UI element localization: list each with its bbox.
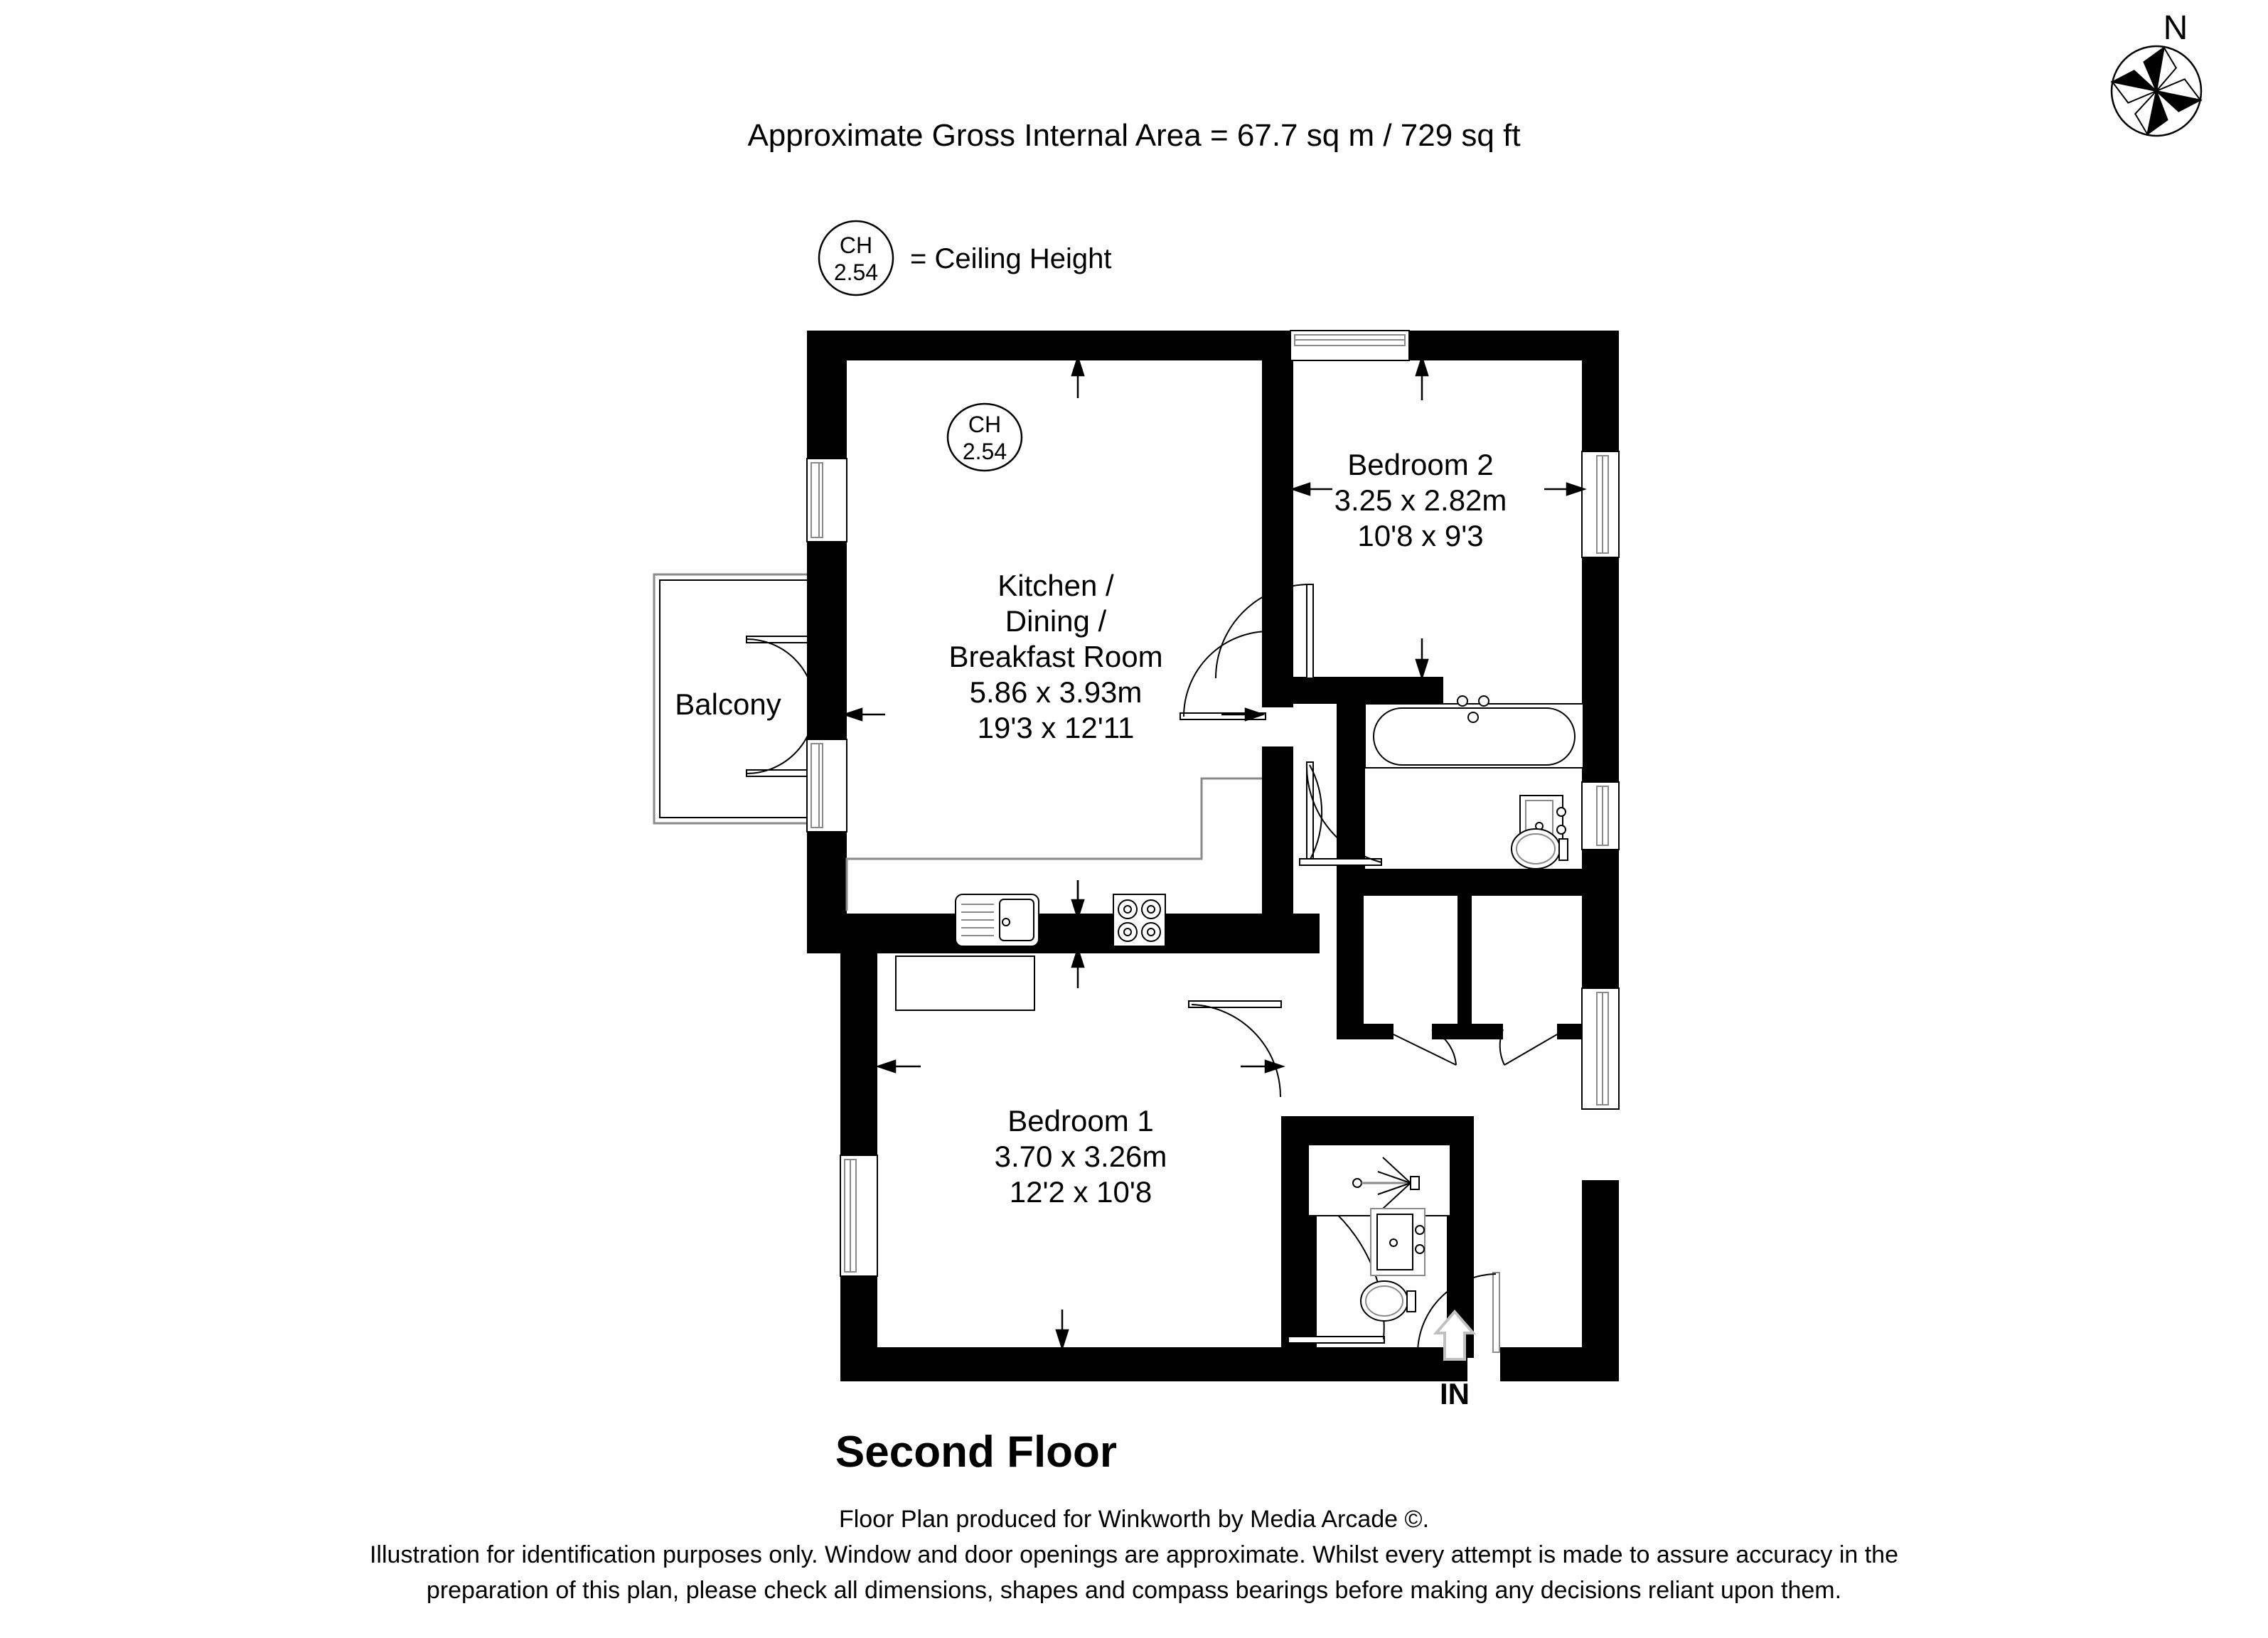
kitchen-ch-value: 2.54	[963, 439, 1007, 464]
balcony-label: Balcony	[675, 687, 781, 721]
bedroom1-dim-imperial: 12'2 x 10'8	[1010, 1175, 1152, 1209]
room-label-bedroom1: Bedroom 1 3.70 x 3.26m 12'2 x 10'8	[995, 1104, 1167, 1209]
hall-cupboard-unit	[895, 956, 1035, 1011]
entrance-in-label: IN	[1440, 1377, 1470, 1410]
kitchen-name-line-3: Breakfast Room	[948, 640, 1162, 673]
windows	[806, 330, 1620, 1277]
kitchen-ceiling-height-tag: CH 2.54	[946, 402, 1023, 472]
kitchen-dim-imperial: 19'3 x 12'11	[978, 711, 1135, 744]
arrow-bedroom1-right	[1241, 1059, 1285, 1074]
door-bedroom2	[1215, 584, 1314, 679]
bedroom2-dim-imperial: 10'8 x 9'3	[1357, 519, 1483, 552]
footer-line-3: preparation of this plan, please check a…	[427, 1577, 1841, 1604]
kitchen-hob-icon	[1113, 894, 1166, 947]
door-bathroom	[1299, 761, 1382, 866]
door-entrance	[1417, 1272, 1500, 1353]
bathroom-toilet-icon	[1511, 828, 1568, 869]
compass-rose: N	[2110, 9, 2203, 137]
dimension-arrows	[842, 354, 1587, 1351]
legend-ch-circle	[818, 220, 894, 296]
door-bedroom1	[1188, 1000, 1282, 1098]
shower-tray-icon	[1307, 1144, 1451, 1216]
shower-room-fixtures	[1307, 1144, 1451, 1322]
kitchen-dim-metric: 5.86 x 3.93m	[970, 675, 1143, 709]
bathtub-icon	[1364, 695, 1584, 769]
window-showerroom-right	[1581, 987, 1620, 1110]
entrance-in-arrow-icon	[1433, 1309, 1477, 1361]
arrow-bedroom2-right	[1544, 482, 1587, 496]
room-label-bedroom2: Bedroom 2 3.25 x 2.82m 10'8 x 9'3	[1334, 448, 1507, 552]
gross-internal-area-text: Approximate Gross Internal Area = 67.7 s…	[747, 118, 1520, 153]
bedroom2-dim-metric: 3.25 x 2.82m	[1334, 483, 1507, 517]
ceiling-height-legend: CH 2.54 = Ceiling Height	[818, 220, 1112, 296]
arrow-bedroom1-left	[875, 1059, 921, 1074]
room-label-kitchen: Kitchen / Dining / Breakfast Room 5.86 x…	[948, 569, 1162, 744]
door-kitchen	[1180, 631, 1270, 720]
compass-north-label: N	[2163, 9, 2188, 47]
window-bedroom2-right	[1581, 451, 1620, 558]
shower-room-toilet-icon	[1360, 1280, 1416, 1322]
balcony-structure	[653, 573, 824, 825]
floor-title: Second Floor	[835, 1428, 1117, 1477]
bathroom-fixtures	[1364, 695, 1584, 869]
arrow-kitchen-top	[1071, 354, 1085, 398]
bedroom2-name: Bedroom 2	[1347, 448, 1493, 481]
footer-disclaimer: Floor Plan produced for Winkworth by Med…	[370, 1506, 1898, 1604]
compass-star	[2110, 46, 2203, 136]
kitchen-sink-icon	[955, 894, 1039, 947]
legend-ch-description: = Ceiling Height	[910, 243, 1112, 274]
shower-room-basin-icon	[1370, 1208, 1425, 1276]
door-cupboard-right	[1499, 1029, 1558, 1066]
kitchen-name-line-1: Kitchen /	[997, 569, 1114, 602]
footer-line-2: Illustration for identification purposes…	[370, 1541, 1898, 1568]
arrow-bedroom2-top	[1415, 354, 1429, 400]
arrow-bedroom2-bottom	[1415, 638, 1429, 681]
bedroom1-name: Bedroom 1	[1007, 1104, 1153, 1138]
kitchen-fixtures	[845, 777, 1262, 1011]
floor-plan-drawing: Balcony	[653, 330, 1620, 1410]
window-kitchen-left-upper	[806, 458, 847, 542]
footer-line-1: Floor Plan produced for Winkworth by Med…	[839, 1506, 1429, 1533]
door-cupboard-left	[1393, 1029, 1457, 1066]
arrow-hall-cupboard-lower	[1071, 946, 1085, 988]
room-labels: Kitchen / Dining / Breakfast Room 5.86 x…	[948, 448, 1507, 1209]
bedroom1-dim-metric: 3.70 x 3.26m	[995, 1140, 1167, 1173]
window-kitchen-left-lower	[806, 739, 847, 833]
arrow-kitchen-left	[842, 707, 885, 722]
window-bedroom1-left	[840, 1155, 878, 1277]
legend-ch-abbrev: CH	[840, 232, 872, 258]
arrow-kitchen-right	[1221, 707, 1266, 722]
legend-ch-value: 2.54	[834, 259, 878, 285]
window-bedroom2-top	[1290, 330, 1410, 361]
kitchen-name-line-2: Dining /	[1005, 604, 1107, 638]
window-bathroom-right	[1581, 781, 1620, 850]
kitchen-ch-abbrev: CH	[968, 412, 1001, 437]
arrow-bedroom2-left	[1290, 482, 1332, 496]
arrow-bedroom1-bottom	[1055, 1310, 1069, 1351]
